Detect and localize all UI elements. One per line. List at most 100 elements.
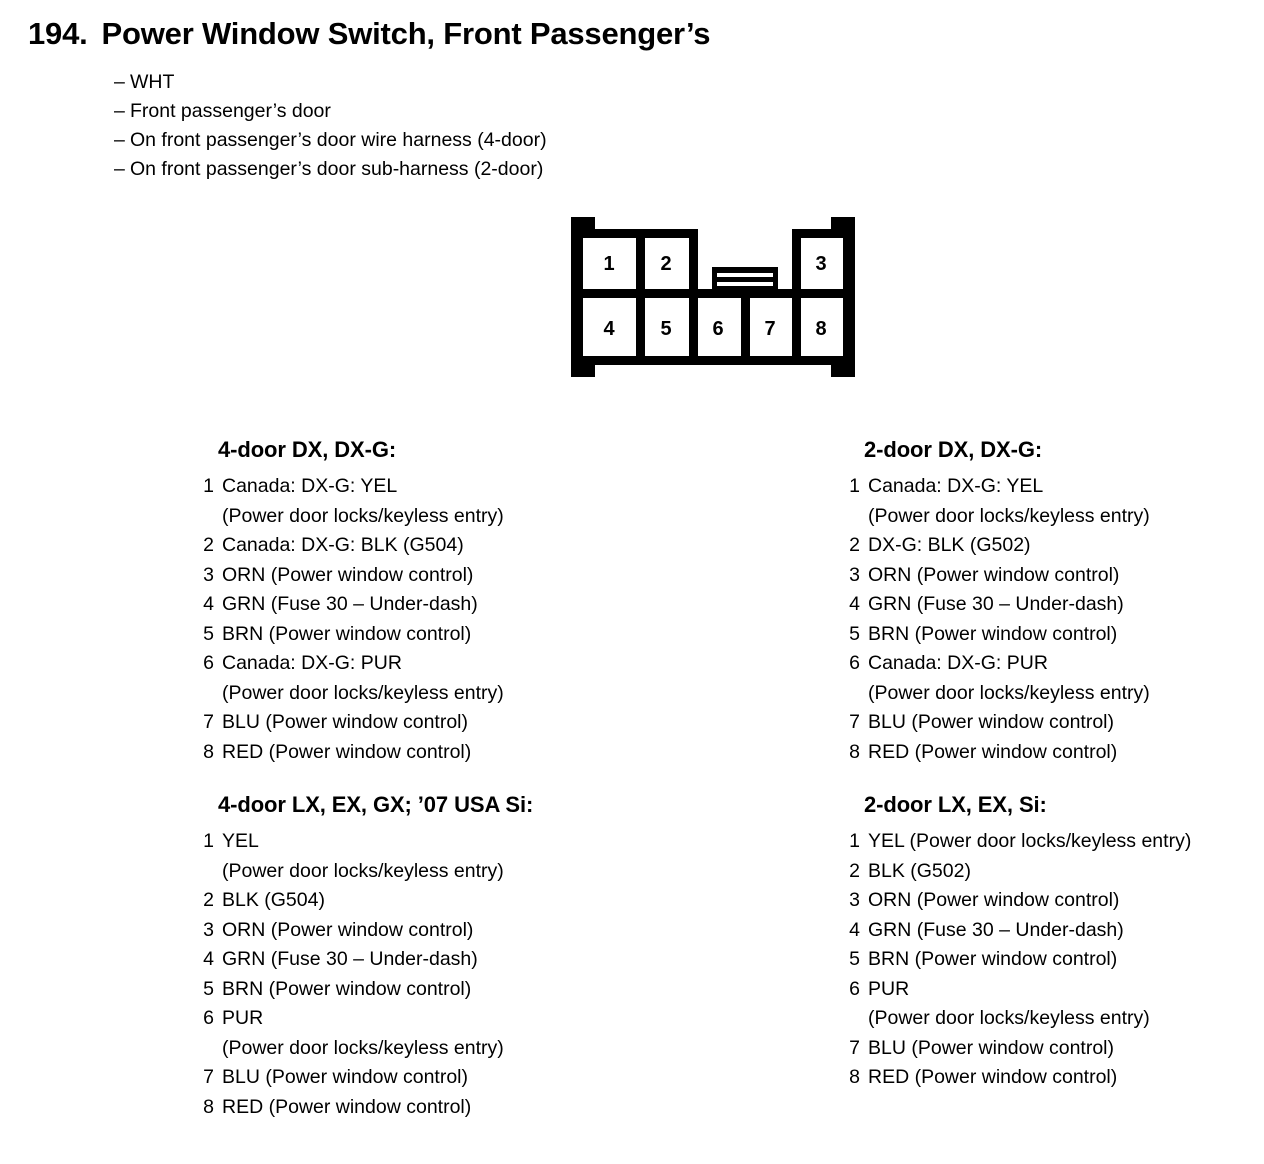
pin-number: 1 xyxy=(849,830,860,852)
pin-number: 6 xyxy=(849,977,860,1000)
pin-description: GRN (Fuse 30 – Under-dash) xyxy=(868,918,1124,941)
connector-pin-label-2: 2 xyxy=(660,253,671,275)
pin-number: 6 xyxy=(849,652,860,674)
pinlist-block-4door-dx: 4-door DX, DX-G: 1 Canada: DX-G: YEL(Powe… xyxy=(194,437,504,767)
pin-number: 6 xyxy=(203,1007,214,1029)
center-latch-tab-icon xyxy=(712,267,778,293)
pinlist-heading: 4-door DX, DX-G: xyxy=(218,437,397,462)
pin-number: 2 xyxy=(849,534,860,556)
pin-description: BLU (Power window control) xyxy=(222,711,469,733)
connector-pin-label-6: 6 xyxy=(712,318,723,340)
pin-number: 3 xyxy=(849,563,860,586)
pin-row: 7 BLU (Power window control) xyxy=(840,708,1150,738)
pin-number: 2 xyxy=(849,859,860,882)
attribute-line: – Front passenger’s door xyxy=(114,97,547,126)
connector-top-rail-right xyxy=(792,229,843,238)
pin-description: DX-G: BLK (G502) xyxy=(868,534,1031,556)
pinlist-block-2door-lx: 2-door LX, EX, Si: 1 YEL (Power door lock… xyxy=(840,792,1191,1093)
connector-pin-label-4: 4 xyxy=(603,318,615,340)
pin-description: GRN (Fuse 30 – Under-dash) xyxy=(222,948,478,970)
connector-pin-label-7: 7 xyxy=(764,318,775,340)
pin-number: 3 xyxy=(849,889,860,911)
pin-row: 8 RED (Power window control) xyxy=(840,1063,1191,1093)
pin-row: 2 DX-G: BLK (G502) xyxy=(840,531,1150,561)
pin-row: 4 GRN (Fuse 30 – Under-dash) xyxy=(840,916,1191,946)
connector-bottom-rail xyxy=(583,356,843,365)
connector-divider-6-7 xyxy=(741,294,750,360)
pin-description: Canada: DX-G: YEL(Power door locks/keyle… xyxy=(868,472,1150,531)
pin-description: ORN (Power window control) xyxy=(868,889,1120,911)
dash-marker: – xyxy=(114,129,125,151)
pin-description: PUR(Power door locks/keyless entry) xyxy=(868,975,1191,1034)
pin-description: Canada: DX-G: PUR(Power door locks/keyle… xyxy=(222,649,504,708)
pinlist-rows: 1 YEL (Power door locks/keyless entry) 2 BL… xyxy=(840,827,1191,1093)
pin-number: 4 xyxy=(203,593,214,615)
pin-number: 2 xyxy=(203,889,214,911)
pin-description: ORN (Power window control) xyxy=(222,563,474,586)
pin-number: 3 xyxy=(203,563,214,586)
connector-divider-gap-3 xyxy=(792,233,801,293)
pin-description: RED (Power window control) xyxy=(222,740,472,763)
attribute-line: – On front passenger’s door wire harness… xyxy=(114,126,547,155)
attribute-text: On front passenger’s door sub-harness (2… xyxy=(130,158,544,180)
pin-number: 4 xyxy=(849,593,860,615)
pin-number: 8 xyxy=(849,1066,860,1088)
pinlist-heading: 2-door LX, EX, Si: xyxy=(864,792,1047,817)
pin-row: 5 BRN (Power window control) xyxy=(840,945,1191,975)
pin-description-continuation: (Power door locks/keyless entry) xyxy=(222,681,504,704)
pin-number: 4 xyxy=(203,948,214,970)
pin-description: BRN (Power window control) xyxy=(868,948,1118,970)
pin-description: Canada: DX-G: YEL(Power door locks/keyle… xyxy=(222,472,504,531)
pin-description: GRN (Fuse 30 – Under-dash) xyxy=(222,593,478,615)
pin-number: 8 xyxy=(849,740,860,763)
pin-description: BLU (Power window control) xyxy=(868,711,1115,733)
attribute-text: On front passenger’s door wire harness (… xyxy=(130,129,547,151)
pin-number: 7 xyxy=(203,711,214,733)
pin-description: BRN (Power window control) xyxy=(222,622,472,645)
pin-number: 4 xyxy=(849,918,860,941)
pin-row: 2 Canada: DX-G: BLK (G504) xyxy=(194,531,504,561)
connector-pin-label-5: 5 xyxy=(660,318,671,340)
pin-description: ORN (Power window control) xyxy=(868,563,1120,586)
pin-number: 5 xyxy=(203,622,214,645)
connector-pinout-diagram: 1 2 3 4 5 6 7 8 xyxy=(571,217,855,377)
pin-number: 6 xyxy=(203,652,214,674)
pin-number: 1 xyxy=(849,475,860,497)
pin-number: 5 xyxy=(849,948,860,970)
connector-divider-1-2 xyxy=(636,233,645,293)
pin-row: 3 ORN (Power window control) xyxy=(840,886,1191,916)
pin-number: 2 xyxy=(203,534,214,556)
pin-description: BLK (G502) xyxy=(868,859,971,882)
pin-description: Canada: DX-G: BLK (G504) xyxy=(222,534,464,556)
pin-description: BRN (Power window control) xyxy=(222,977,472,1000)
pin-row: 1 YEL (Power door locks/keyless entry) xyxy=(840,827,1191,857)
pin-number: 1 xyxy=(203,475,214,497)
pinlist-heading: 4-door LX, EX, GX; ’07 USA Si: xyxy=(218,792,534,817)
attribute-text: Front passenger’s door xyxy=(130,100,331,122)
pin-row: 4 GRN (Fuse 30 – Under-dash) xyxy=(194,590,504,620)
pin-row: 2 BLK (G502) xyxy=(840,857,1191,887)
connector-divider-4-5 xyxy=(636,294,645,360)
connector-divider-2-gap xyxy=(689,233,698,293)
pin-description-continuation: (Power door locks/keyless entry) xyxy=(868,681,1150,704)
pin-description-continuation: (Power door locks/keyless entry) xyxy=(222,504,504,527)
pin-number: 7 xyxy=(849,711,860,733)
pin-row: 1 Canada: DX-G: YEL(Power door locks/keyl… xyxy=(194,472,504,531)
pin-number: 5 xyxy=(849,622,860,645)
connector-pin-label-3: 3 xyxy=(815,253,826,275)
section-number: 194. xyxy=(28,16,88,51)
pin-description: BLU (Power window control) xyxy=(222,1066,469,1088)
connector-attributes: – WHT – Front passenger’s door – On fron… xyxy=(114,68,547,184)
pin-description: BLK (G504) xyxy=(222,889,325,911)
pin-description: YEL (Power door locks/keyless entry) xyxy=(868,830,1192,852)
pin-description: RED (Power window control) xyxy=(868,1066,1118,1088)
pin-number: 1 xyxy=(203,830,214,852)
